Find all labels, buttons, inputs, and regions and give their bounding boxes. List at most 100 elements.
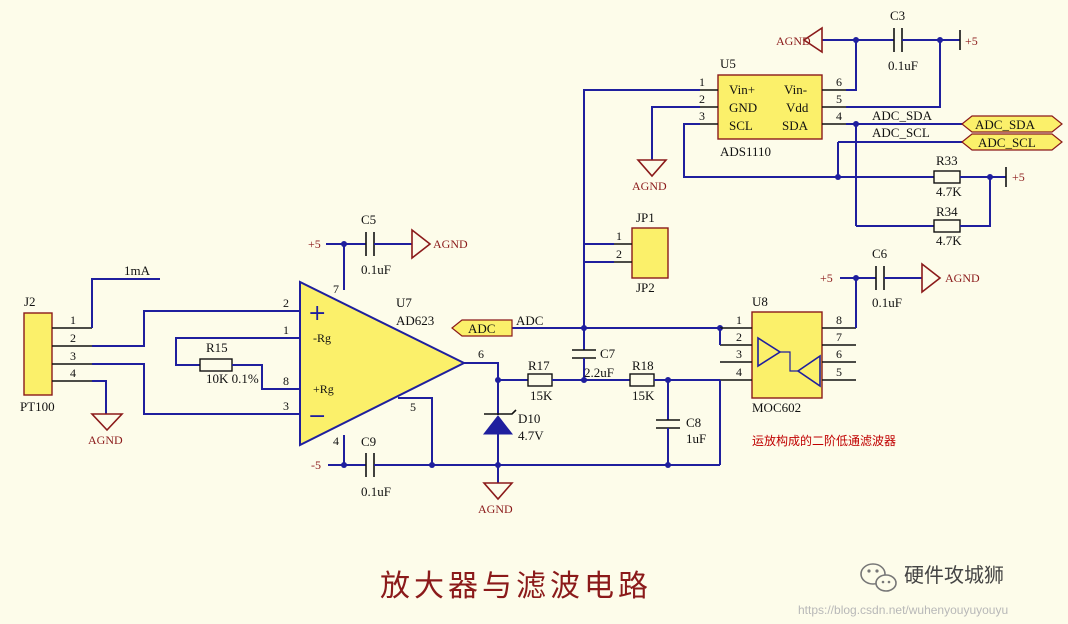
c8-ref: C8 (686, 415, 701, 430)
watermark-url: https://blog.csdn.net/wuhenyouyuyouyu (798, 603, 1008, 617)
u7-pin2: 2 (283, 296, 289, 310)
c5-network: +5 AGND C5 0.1uF (308, 212, 468, 290)
u7-pin6: 6 (478, 347, 484, 361)
u8-pin7: 7 (836, 330, 842, 344)
zener-d10: D10 4.7V AGND (464, 362, 544, 516)
adc-port (451, 319, 513, 337)
u7-rg-pos: +Rg (313, 382, 334, 396)
connector-j2: J2 PT100 1 2 3 4 1mA (20, 263, 151, 414)
r17-value: 15K (530, 388, 553, 403)
u8-pin6: 6 (836, 347, 842, 361)
u7-plus-sign: + (308, 301, 326, 326)
u5-pin4: 4 (836, 109, 842, 123)
adc-net-label: ADC (516, 313, 543, 328)
filter-note: 运放构成的二阶低通滤波器 (752, 433, 896, 448)
adc-net: ADC ADC (451, 89, 723, 337)
u8-ref: U8 (752, 294, 768, 309)
opamp-u8: U8 MOC602 1 2 3 4 8 7 6 5 (719, 294, 856, 465)
u7-pin4: 4 (333, 434, 339, 448)
p5-label-r33: +5 (1012, 170, 1025, 184)
u8-pin5: 5 (836, 365, 842, 379)
j2-value: PT100 (20, 399, 55, 414)
u5-ref: U5 (720, 56, 736, 71)
r34-value: 4.7K (936, 233, 962, 248)
d10-ref: D10 (518, 411, 540, 426)
c8-value: 1uF (686, 431, 706, 446)
agnd-label-d10: AGND (478, 502, 513, 516)
jp1-pin2: 2 (616, 247, 622, 261)
lowpass-filter: R17 15K C7 2.2uF R18 15K C8 1uF (498, 328, 720, 468)
agnd-label-c5: AGND (433, 237, 468, 251)
u8-pin8: 8 (836, 313, 842, 327)
c3-ref: C3 (890, 8, 905, 23)
j2-pin4: 4 (70, 366, 76, 380)
jp1-pin1: 1 (616, 229, 622, 243)
u5-gnd: GND (729, 100, 757, 115)
agnd-label-c6: AGND (945, 271, 980, 285)
adc-port-label: ADC (468, 321, 495, 336)
c9-value: 0.1uF (361, 484, 391, 499)
jp1-body (631, 227, 669, 279)
u7-pin5: 5 (410, 400, 416, 414)
u7-ref: U7 (396, 295, 412, 310)
d10-value: 4.7V (518, 428, 544, 443)
u7-rg-neg: -Rg (313, 331, 331, 345)
u7-pin1: 1 (283, 323, 289, 337)
u8-value: MOC602 (752, 400, 801, 415)
resistor-r15: R15 10K 0.1% (175, 337, 300, 390)
j2-wires (91, 278, 300, 415)
watermark-text: 硬件攻城狮 (904, 563, 1004, 587)
u5-vinn: Vin- (784, 82, 807, 97)
u7-body (299, 280, 467, 447)
adc-u5: U5 ADS1110 Vin+ GND SCL Vin- Vdd SDA 1 2… (699, 56, 846, 159)
diagram-title: 放大器与滤波电路 (380, 569, 652, 604)
jumper-jp1: 1 2 JP1 JP2 (614, 210, 669, 295)
u5-pin6: 6 (836, 75, 842, 89)
current-label: 1mA (124, 263, 151, 278)
adc-sda-port (961, 115, 1063, 133)
c6-network: +5 AGND C6 0.1uF (820, 246, 980, 328)
jp1-ref: JP1 (636, 210, 655, 225)
r15-value: 10K 0.1% (206, 371, 259, 386)
p5-label-c3: +5 (965, 34, 978, 48)
u8-pin3: 3 (736, 347, 742, 361)
c6-ref: C6 (872, 246, 888, 261)
adc-scl-port (961, 133, 1063, 151)
r18-ref: R18 (632, 358, 654, 373)
c6-value: 0.1uF (872, 295, 902, 310)
c9-ref: C9 (361, 434, 376, 449)
c7-ref: C7 (600, 346, 616, 361)
watermark: 硬件攻城狮 https://blog.csdn.net/wuhenyouyuyo… (798, 563, 1008, 617)
u5-pin3: 3 (699, 109, 705, 123)
j2-pin2: 2 (70, 331, 76, 345)
agnd-label-u5: AGND (632, 179, 667, 193)
adc-scl-port-label: ADC_SCL (978, 135, 1036, 150)
c3-network: AGND +5 C3 0.1uF (776, 8, 978, 108)
u7-pin8: 8 (283, 374, 289, 388)
j2-ref: J2 (24, 294, 36, 309)
p5-label-u7: +5 (308, 237, 321, 251)
adc-scl-net-label: ADC_SCL (872, 125, 930, 140)
r33-value: 4.7K (936, 184, 962, 199)
r17-ref: R17 (528, 358, 550, 373)
c5-ref: C5 (361, 212, 376, 227)
c7-value: 2.2uF (584, 365, 614, 380)
u5-gnd-net: AGND (632, 106, 700, 193)
adc-sda-port-label: ADC_SDA (975, 117, 1036, 132)
r15-ref: R15 (206, 340, 228, 355)
r34-ref: R34 (936, 204, 958, 219)
u8-pin1: 1 (736, 313, 742, 327)
u7-pin7: 7 (333, 282, 339, 296)
p5-label-u8: +5 (820, 271, 833, 285)
u7-value: AD623 (396, 313, 434, 328)
agnd-label-c3: AGND (776, 34, 811, 48)
u5-vdd: Vdd (786, 100, 809, 115)
i2c-buses: ADC_SDA ADC_SCL ADC_SDA ADC_SCL (835, 108, 1063, 226)
r18-value: 15K (632, 388, 655, 403)
u5-value: ADS1110 (720, 144, 771, 159)
wechat-icon (860, 563, 897, 592)
u8-body (751, 311, 823, 399)
j2-pin3: 3 (70, 349, 76, 363)
u5-pin5: 5 (836, 92, 842, 106)
agnd-symbol-j2: AGND (88, 413, 124, 447)
